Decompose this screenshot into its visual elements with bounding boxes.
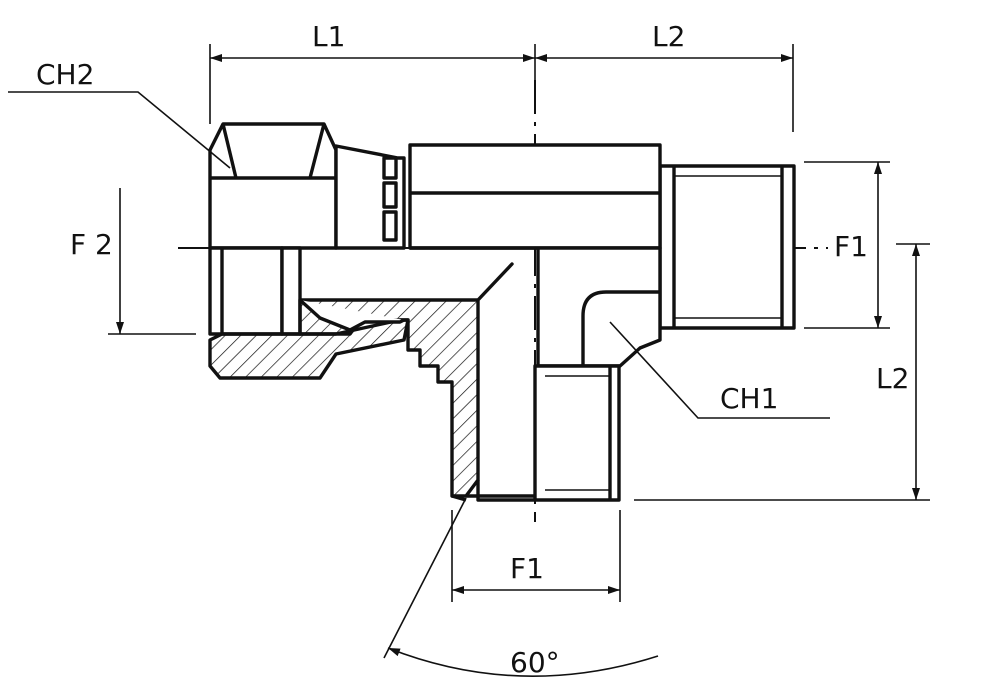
dimensions [8,44,930,677]
male-thread-right [658,164,796,330]
label-l2-top: L2 [652,20,685,53]
label-ch1: CH1 [720,382,778,415]
swivel-nut [208,122,406,250]
label-l1: L1 [312,20,345,53]
label-angle: 60° [510,646,560,679]
label-f1-right: F1 [834,230,868,263]
label-f2: F 2 [70,228,113,261]
label-ch2: CH2 [36,58,94,91]
labels: L1 L2 CH2 F 2 F1 L2 CH1 F1 60° [36,20,909,679]
label-f1-bottom: F1 [510,552,544,585]
label-l2-right: L2 [876,362,909,395]
section-view [208,246,535,502]
male-thread-bottom [533,364,621,502]
tee-body [408,143,662,368]
